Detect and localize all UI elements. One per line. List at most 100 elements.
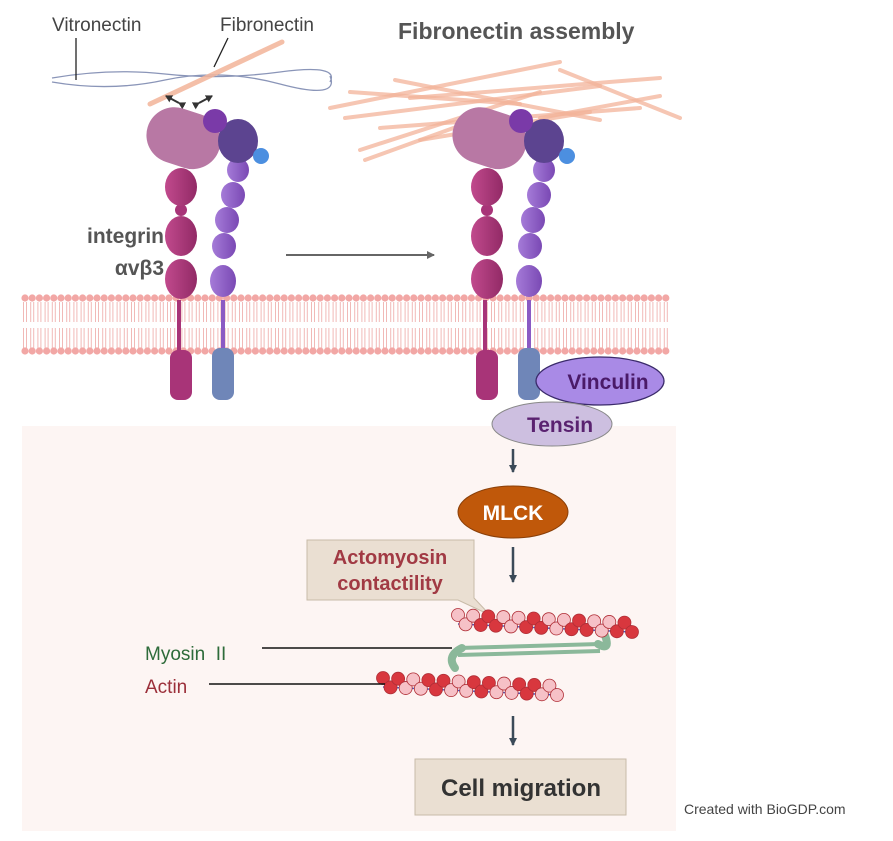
lipid-head	[302, 347, 310, 355]
beta-domain	[527, 182, 551, 208]
alpha-headpiece	[452, 107, 527, 170]
lipid-head	[640, 294, 648, 302]
actin-monomer	[519, 620, 533, 635]
lipid-head	[539, 294, 548, 302]
beta-i-domain	[524, 119, 564, 163]
actin-monomer	[398, 681, 413, 695]
lipid-head	[439, 294, 447, 302]
lipid-head	[424, 347, 432, 355]
lipid-head	[158, 347, 166, 355]
lipid-head	[309, 347, 317, 355]
lipid-head	[590, 294, 598, 302]
lipid-head	[151, 347, 159, 355]
lipid-head	[21, 294, 29, 302]
alpha-domain	[471, 168, 503, 206]
lipid-head	[575, 347, 584, 355]
lipid-head	[597, 347, 605, 355]
actin-monomer	[451, 608, 465, 622]
lipid-head	[619, 294, 627, 302]
actin-label: Actin	[145, 677, 187, 698]
actin-monomer	[488, 618, 503, 633]
lipid-head	[410, 347, 418, 355]
actin-monomer	[466, 608, 481, 623]
actin-monomer	[550, 688, 564, 702]
lipid-head	[446, 294, 454, 302]
actin-monomer	[496, 610, 511, 624]
lipid-head	[201, 347, 209, 355]
tensin-label: Tensin	[527, 414, 593, 437]
tensin-protein	[491, 401, 613, 447]
lipid-head	[71, 347, 79, 355]
lipid-head	[115, 294, 123, 302]
beta-domain	[533, 158, 555, 182]
lipid-head	[633, 294, 641, 302]
lipid-head	[439, 347, 447, 355]
actin-monomer	[564, 622, 579, 637]
actin-monomer	[482, 675, 496, 690]
actomyosin-label-line1: Actomyosin	[333, 547, 447, 569]
lipid-head	[467, 347, 475, 355]
lipid-head	[532, 294, 540, 302]
lipid-head	[547, 347, 555, 355]
actin-monomer	[541, 612, 556, 627]
actin-monomer	[617, 615, 632, 630]
ligand-site	[509, 109, 533, 133]
lipid-head	[244, 294, 252, 302]
lipid-head	[93, 294, 101, 302]
lipid-head	[424, 294, 432, 302]
lipid-head	[107, 347, 115, 355]
lipid-head	[86, 294, 94, 302]
actin-monomer	[451, 674, 466, 689]
lipid-head	[561, 294, 569, 302]
lipid-head	[237, 294, 245, 302]
lipid-head	[259, 294, 267, 302]
lipid-head	[259, 347, 267, 355]
actin-monomer	[625, 625, 639, 639]
actin-monomer	[474, 684, 489, 699]
integrin-label-line1: integrin	[87, 225, 164, 248]
lipid-head	[251, 294, 259, 302]
alpha-cytoplasmic-tail	[170, 350, 192, 400]
lipid-head	[554, 294, 562, 302]
actin-monomer	[497, 676, 511, 691]
lipid-head	[129, 294, 137, 302]
lipid-head	[64, 347, 72, 355]
lipid-head	[194, 347, 202, 355]
lipid-head	[158, 294, 166, 302]
actin-monomer	[594, 623, 609, 638]
actin-monomer	[391, 671, 406, 686]
lipid-head	[626, 294, 634, 302]
lipid-head	[604, 347, 612, 355]
lipid-head	[35, 294, 44, 302]
actin-monomer	[534, 687, 549, 702]
fibronectin-fiber	[363, 120, 472, 162]
alpha-knee	[175, 204, 187, 216]
actomyosin-label-line2: contactility	[337, 573, 443, 595]
alpha-domain	[471, 259, 503, 299]
lipid-head	[302, 294, 310, 302]
fibronectin-fiber	[538, 94, 662, 120]
actin-monomer	[444, 683, 458, 698]
actin-monomer	[459, 683, 474, 698]
lipid-head	[431, 347, 439, 355]
actin-monomer	[519, 686, 534, 701]
lipid-head	[633, 347, 641, 355]
lipid-head	[583, 347, 591, 355]
lipid-head	[417, 294, 425, 302]
fibronectin-leader	[213, 37, 229, 68]
lipid-head	[50, 347, 58, 355]
lipid-head	[323, 294, 331, 302]
lipid-head	[251, 347, 259, 355]
beta-domain	[215, 207, 239, 233]
lipid-head	[395, 294, 403, 302]
lipid-head	[568, 294, 576, 302]
myosin-rod	[457, 642, 601, 650]
lipid-head	[460, 294, 468, 302]
lipid-head	[122, 347, 130, 355]
lipid-head	[647, 347, 656, 355]
lipid-head	[467, 294, 475, 302]
lipid-head	[266, 347, 274, 355]
beta-i-domain	[218, 119, 258, 163]
lipid-head	[539, 347, 548, 355]
